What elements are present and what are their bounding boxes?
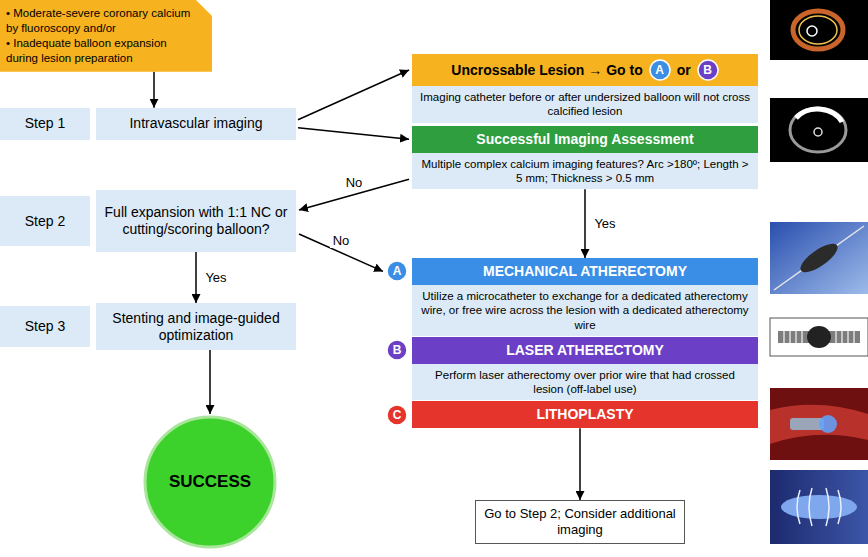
circle-shape: [650, 60, 670, 80]
marker-slot: B: [697, 59, 719, 81]
box-text: Stenting and image-guided optimization: [102, 310, 290, 344]
box-body: Perform laser atherectomy over prior wir…: [412, 364, 758, 401]
marker-slot: A: [649, 59, 671, 81]
condition-text: • Inadequate balloon expansion during le…: [6, 36, 196, 66]
box-text: Full expansion with 1:1 NC or cutting/sc…: [102, 204, 290, 238]
box-body: Utilize a microcatheter to exchange for …: [412, 285, 758, 336]
connector-arrow: [579, 428, 581, 500]
oct-lumen: [799, 16, 837, 44]
success-circle: SUCCESS: [142, 414, 278, 550]
circle-shape: [698, 60, 718, 80]
condition-text: • Moderate-severe coronary calcium by fl…: [6, 6, 196, 36]
edge-label: No: [343, 175, 366, 190]
box-header: LASER ATHERECTOMY: [412, 337, 758, 364]
lithoplasty-box: LITHOPLASTY: [412, 401, 758, 428]
step-label: Step 1: [0, 108, 90, 140]
next-step-box: Go to Step 2; Consider additional imagin…: [475, 500, 685, 544]
ivus-catheter: [814, 128, 822, 136]
edge-label: No: [330, 233, 353, 248]
assessment-box: Successful Imaging AssessmentMultiple co…: [412, 126, 758, 190]
connector-arrow: [299, 234, 383, 271]
step-label: Step 2: [0, 196, 90, 246]
circle-shape: [145, 417, 275, 547]
burr-image: [770, 318, 868, 356]
circle-shape: [387, 340, 407, 360]
box-heading: Successful Imaging Assessment: [476, 131, 693, 148]
uncrossable-box: Uncrossable Lesion → Go to Aor B Imaging ca…: [412, 54, 758, 123]
step-label: Step 3: [0, 306, 90, 347]
guide-wire: [774, 226, 864, 290]
balloon-image: [770, 222, 868, 294]
decision-box: Full expansion with 1:1 NC or cutting/sc…: [96, 190, 296, 252]
rotational-burr: [807, 326, 831, 348]
option-marker: A: [386, 260, 408, 282]
lithoplasty-image: [770, 470, 868, 544]
box-text: Intravascular imaging: [129, 115, 262, 132]
box-body-text: Perform laser atherectomy over prior wir…: [420, 368, 750, 397]
box-body-text: Multiple complex calcium imaging feature…: [420, 157, 750, 186]
box-heading: or: [677, 62, 691, 79]
ivus-image: [770, 98, 868, 162]
ivus-vessel-wall: [790, 108, 846, 152]
box-heading: MECHANICAL ATHERECTOMY: [483, 263, 687, 280]
box-shape: [0, 0, 212, 72]
box-text: Step 2: [25, 213, 65, 230]
box-body-text: Utilize a microcatheter to exchange for …: [420, 289, 750, 332]
circle-shape: [387, 405, 407, 425]
box-text: Go to Step 2; Consider additional imagin…: [482, 506, 678, 537]
option-letter: A: [655, 64, 664, 76]
box-body-text: Imaging catheter before or after undersi…: [420, 90, 750, 119]
connector-arrow: [209, 350, 211, 414]
laser-image: [770, 388, 868, 460]
vessel: [770, 405, 868, 444]
lithotripsy-balloon: [781, 495, 857, 519]
edge-label: Yes: [591, 216, 618, 231]
box-header: MECHANICAL ATHERECTOMY: [412, 258, 758, 285]
atherectomy-box: LASER ATHERECTOMY Perform laser atherecto…: [412, 337, 758, 401]
option-marker: B: [697, 59, 719, 81]
connector-arrow: [195, 252, 197, 303]
start-condition-box: • Moderate-severe coronary calcium by fl…: [0, 0, 212, 72]
oct-catheter: [807, 26, 817, 36]
ivus-calcium-arc: [796, 109, 842, 122]
scoring-balloon: [796, 239, 841, 277]
option-letter: C: [393, 409, 402, 421]
connector-arrow: [298, 70, 409, 120]
option-letter: A: [393, 265, 402, 277]
pressure-waves: [797, 488, 841, 526]
oct-vessel-wall: [793, 11, 843, 49]
box-body: Multiple complex calcium imaging feature…: [412, 153, 758, 190]
box-header: Uncrossable Lesion → Go to Aor B: [412, 54, 758, 86]
option-marker: A: [649, 59, 671, 81]
process-box: Intravascular imaging: [96, 108, 296, 140]
box-header: LITHOPLASTY: [412, 401, 758, 428]
connector-arrow: [584, 189, 586, 258]
atherectomy-box: MECHANICAL ATHERECTOMY Utilize a microcat…: [412, 258, 758, 336]
option-marker: B: [386, 339, 408, 361]
box-body: Imaging catheter before or after undersi…: [412, 86, 758, 123]
circle-shape: [387, 261, 407, 281]
box-heading: LASER ATHERECTOMY: [506, 342, 664, 359]
box-text: Step 1: [25, 115, 65, 132]
edge-label: Yes: [202, 270, 229, 285]
box-text: Step 3: [25, 318, 65, 335]
option-letter: B: [393, 344, 402, 356]
option-marker: C: [386, 404, 408, 426]
success-text: SUCCESS: [169, 472, 251, 492]
oct-image: [770, 0, 868, 60]
connector-arrow: [153, 72, 155, 108]
box-heading: Uncrossable Lesion → Go to: [451, 62, 642, 79]
process-box: Stenting and image-guided optimization: [96, 303, 296, 350]
option-letter: B: [703, 64, 712, 76]
laser-glow: [819, 415, 837, 433]
box-header: Successful Imaging Assessment: [412, 126, 758, 153]
connector-arrow: [298, 128, 409, 139]
box-heading: LITHOPLASTY: [536, 406, 633, 423]
laser-catheter: [790, 418, 824, 430]
